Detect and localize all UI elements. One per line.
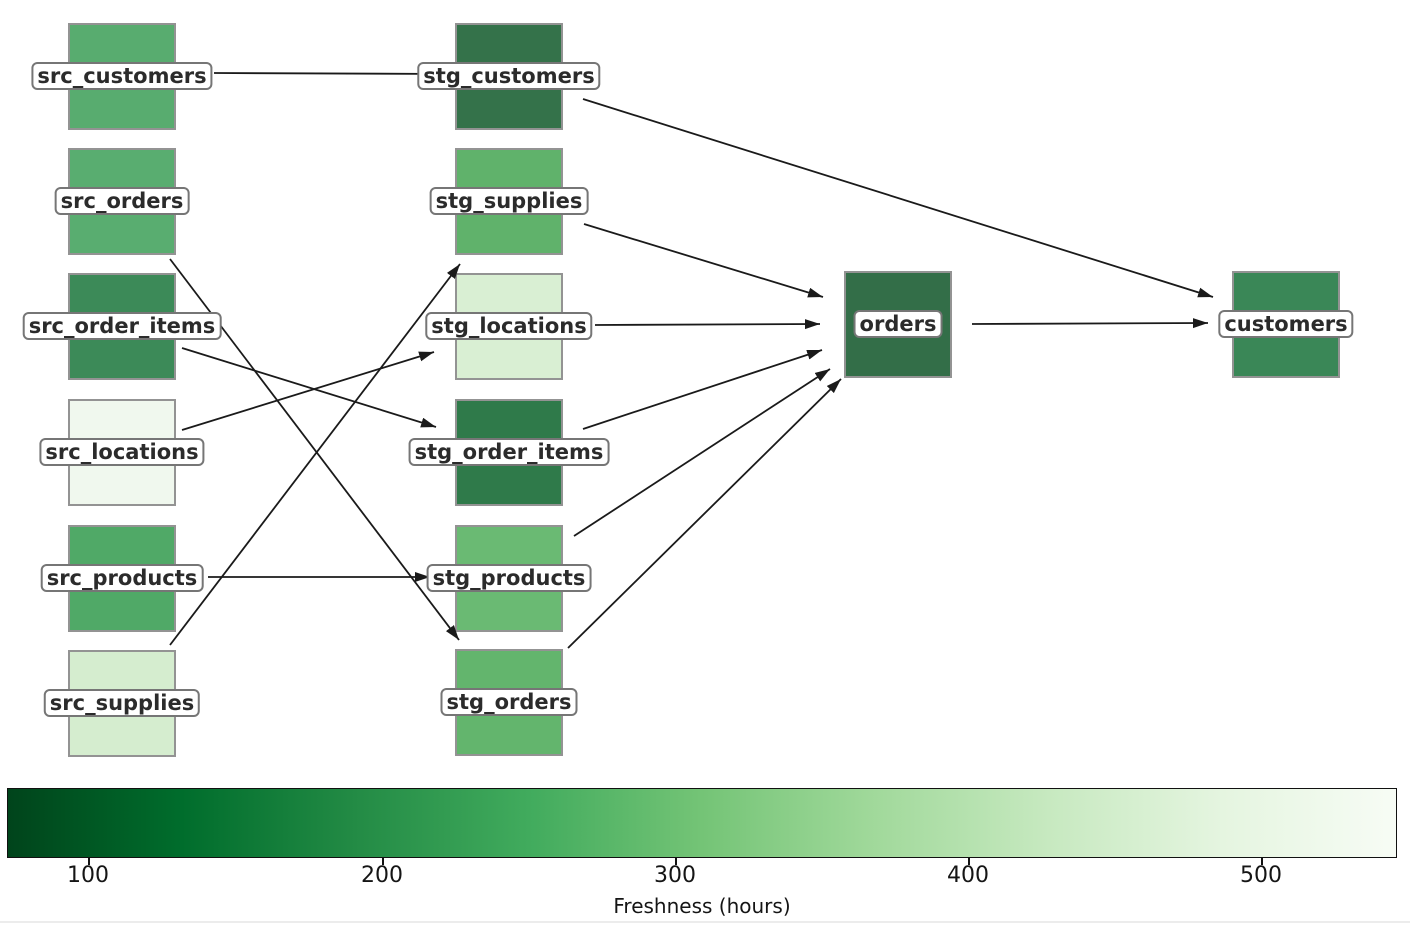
edge-stg_orders-to-orders — [567, 378, 842, 649]
edge-src_locations-to-stg_locations — [181, 351, 435, 431]
colorbar-tick-400 — [968, 858, 970, 865]
colorbar-tick-200 — [382, 858, 384, 865]
colorbar-axis-label: Freshness (hours) — [613, 894, 791, 918]
edge-src_supplies-to-stg_supplies — [169, 263, 461, 646]
edge-stg_supplies-to-orders — [583, 223, 824, 298]
node-label-orders: orders — [853, 310, 943, 338]
edge-src_order_items-to-stg_order_items — [181, 347, 437, 428]
colorbar-tick-label-300: 300 — [654, 863, 696, 888]
edge-stg_products-to-orders — [573, 368, 831, 537]
edge-orders-to-customers — [971, 318, 1209, 329]
colorbar-gradient — [7, 788, 1397, 858]
edge-src_customers-to-stg_customers — [213, 72, 451, 75]
node-label-src_products: src_products — [40, 564, 204, 592]
node-label-stg_customers: stg_customers — [417, 62, 601, 90]
figure-bottom-edge — [0, 921, 1410, 923]
node-label-src_locations: src_locations — [39, 438, 205, 466]
node-label-stg_locations: stg_locations — [425, 312, 593, 340]
node-label-src_orders: src_orders — [54, 187, 190, 215]
colorbar-tick-500 — [1261, 858, 1263, 865]
colorbar-tick-label-400: 400 — [947, 863, 989, 888]
node-label-stg_supplies: stg_supplies — [429, 187, 589, 215]
node-label-src_supplies: src_supplies — [43, 689, 201, 717]
edge-stg_order_items-to-orders — [582, 349, 823, 430]
colorbar-tick-label-200: 200 — [361, 863, 403, 888]
edge-stg_locations-to-orders — [594, 319, 821, 330]
edge-stg_customers-to-customers — [582, 98, 1214, 298]
colorbar-tick-label-500: 500 — [1240, 863, 1282, 888]
colorbar-tick-100 — [88, 858, 90, 865]
colorbar-tick-label-100: 100 — [67, 863, 109, 888]
node-label-stg_order_items: stg_order_items — [408, 438, 610, 466]
node-label-stg_orders: stg_orders — [440, 688, 578, 716]
colorbar-tick-300 — [675, 858, 677, 865]
node-label-src_order_items: src_order_items — [22, 312, 222, 340]
node-label-src_customers: src_customers — [31, 62, 213, 90]
node-label-customers: customers — [1218, 310, 1354, 338]
node-label-stg_products: stg_products — [426, 564, 592, 592]
